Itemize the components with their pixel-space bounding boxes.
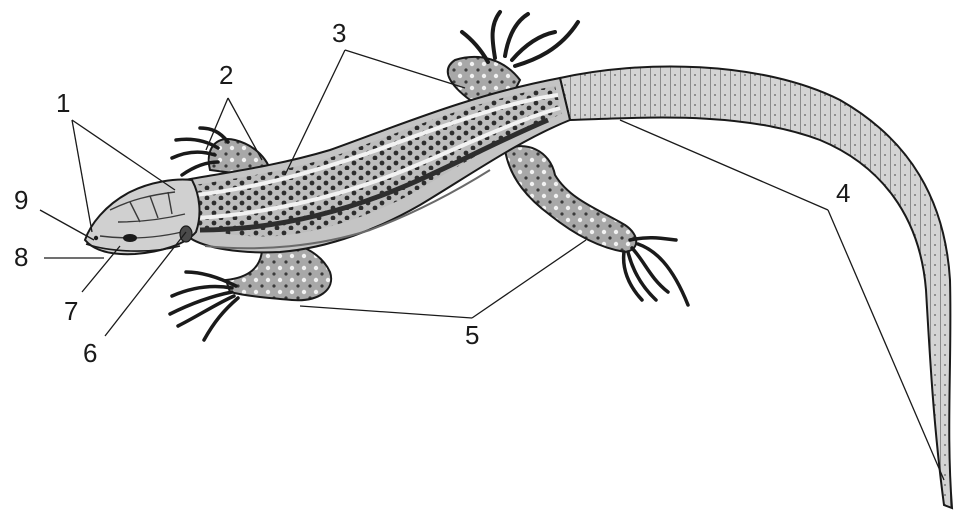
hind-foot-lower-toes xyxy=(624,238,688,305)
front-leg-lower xyxy=(170,240,331,340)
callout-8: 8 xyxy=(14,242,28,272)
lizard-head xyxy=(85,180,199,255)
hind-leg-lower xyxy=(505,146,688,305)
eye-icon xyxy=(123,234,137,242)
front-foot-lower-toes xyxy=(170,272,238,340)
ear-opening-icon xyxy=(180,226,192,242)
callout-2: 2 xyxy=(219,60,233,90)
nostril-icon xyxy=(94,236,98,240)
callout-6: 6 xyxy=(83,338,97,368)
callout-3: 3 xyxy=(332,18,346,48)
callout-9: 9 xyxy=(14,185,28,215)
callout-7: 7 xyxy=(64,296,78,326)
callout-1: 1 xyxy=(56,88,70,118)
callout-5: 5 xyxy=(465,320,479,350)
callout-4: 4 xyxy=(836,178,850,208)
lizard-tail xyxy=(560,66,952,508)
